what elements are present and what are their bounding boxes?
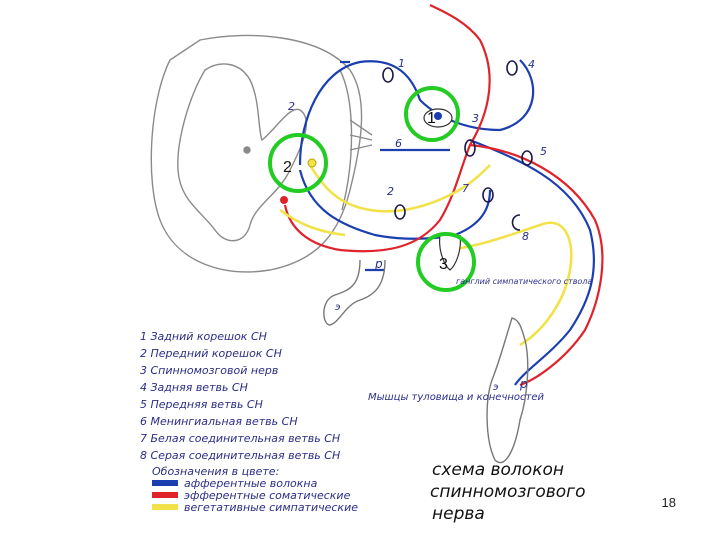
afferent-fibers bbox=[298, 59, 596, 386]
diagram-title: схема волокон спинномозгового нерва bbox=[430, 460, 586, 524]
diagram-number-8: 8 bbox=[522, 230, 529, 243]
number-legend: 1 Задний корешок СН 2 Передний корешок С… bbox=[140, 330, 340, 462]
legend-item-8: 8 Серая соединительная ветвь СН bbox=[140, 449, 340, 462]
marker-3-label: 3 bbox=[439, 256, 448, 273]
visceral-organ-left bbox=[323, 259, 386, 326]
diagram-number-4: 4 bbox=[528, 58, 535, 71]
label-r-right: р bbox=[519, 377, 528, 391]
diagram-number-5: 5 bbox=[540, 145, 547, 158]
color-legend-vegetative: вегетативные симпатические bbox=[184, 501, 358, 514]
title-line-2: спинномозгового bbox=[430, 482, 586, 502]
color-legend-efferent: эфферентные соматические bbox=[184, 489, 351, 502]
label-e-left: э bbox=[335, 302, 341, 313]
title-line-1: схема волокон bbox=[432, 460, 564, 480]
color-legend: Обозначения в цвете: афферентные волокна… bbox=[152, 465, 358, 514]
legend-item-2: 2 Передний корешок СН bbox=[140, 347, 282, 360]
legend-item-1: 1 Задний корешок СН bbox=[140, 330, 267, 343]
legend-item-4: 4 Задняя ветвь СН bbox=[140, 381, 248, 394]
title-line-3: нерва bbox=[432, 504, 485, 524]
vegetative-swatch bbox=[152, 504, 178, 510]
diagram-number-6: 6 bbox=[395, 137, 402, 150]
dorsal-root-ganglion bbox=[423, 108, 453, 128]
legend-item-3: 3 Спинномозговой нерв bbox=[140, 364, 278, 377]
muscle-trunk-limbs bbox=[486, 317, 529, 464]
legend-item-5: 5 Передняя ветвь СН bbox=[140, 398, 263, 411]
diagram-number-7: 7 bbox=[462, 182, 469, 195]
label-r-left: р bbox=[374, 257, 383, 271]
diagram-number-labels: 1 2 3 4 5 6 7 8 2 bbox=[288, 57, 547, 243]
marker-1-label: 1 bbox=[427, 110, 436, 127]
legend-item-7: 7 Белая соединительная ветвь СН bbox=[140, 432, 340, 445]
efferent-fibers bbox=[283, 4, 604, 387]
diagram-number-3: 3 bbox=[472, 112, 479, 125]
ventral-horn-neuron bbox=[280, 158, 317, 204]
afferent-swatch bbox=[152, 480, 178, 486]
page-number: 18 bbox=[661, 495, 676, 510]
legend-item-6: 6 Менингиальная ветвь СН bbox=[140, 415, 298, 428]
color-legend-heading: Обозначения в цвете: bbox=[152, 465, 279, 478]
nerve-ring-markers bbox=[382, 60, 533, 231]
label-e-right: э bbox=[493, 382, 499, 393]
small-labels: р э р э ганглий симпатического ствола Мы… bbox=[335, 257, 592, 403]
diagram-number-1: 1 bbox=[398, 57, 405, 70]
label-muscles: Мышцы туловища и конечностей bbox=[368, 392, 544, 403]
label-ganglion: ганглий симпатического ствола bbox=[456, 277, 592, 286]
highlight-marker-3[interactable]: 3 bbox=[416, 232, 476, 292]
vegetative-fibers bbox=[279, 164, 573, 347]
efferent-swatch bbox=[152, 492, 178, 498]
color-legend-afferent: афферентные волокна bbox=[184, 477, 318, 490]
sympathetic-ganglion bbox=[439, 234, 461, 271]
diagram-number-2: 2 bbox=[387, 185, 394, 198]
highlight-marker-2[interactable]: 2 bbox=[268, 133, 328, 193]
highlight-marker-1[interactable]: 1 bbox=[404, 86, 460, 142]
diagram-number-2-root: 2 bbox=[288, 100, 295, 113]
marker-2-label: 2 bbox=[283, 159, 292, 176]
